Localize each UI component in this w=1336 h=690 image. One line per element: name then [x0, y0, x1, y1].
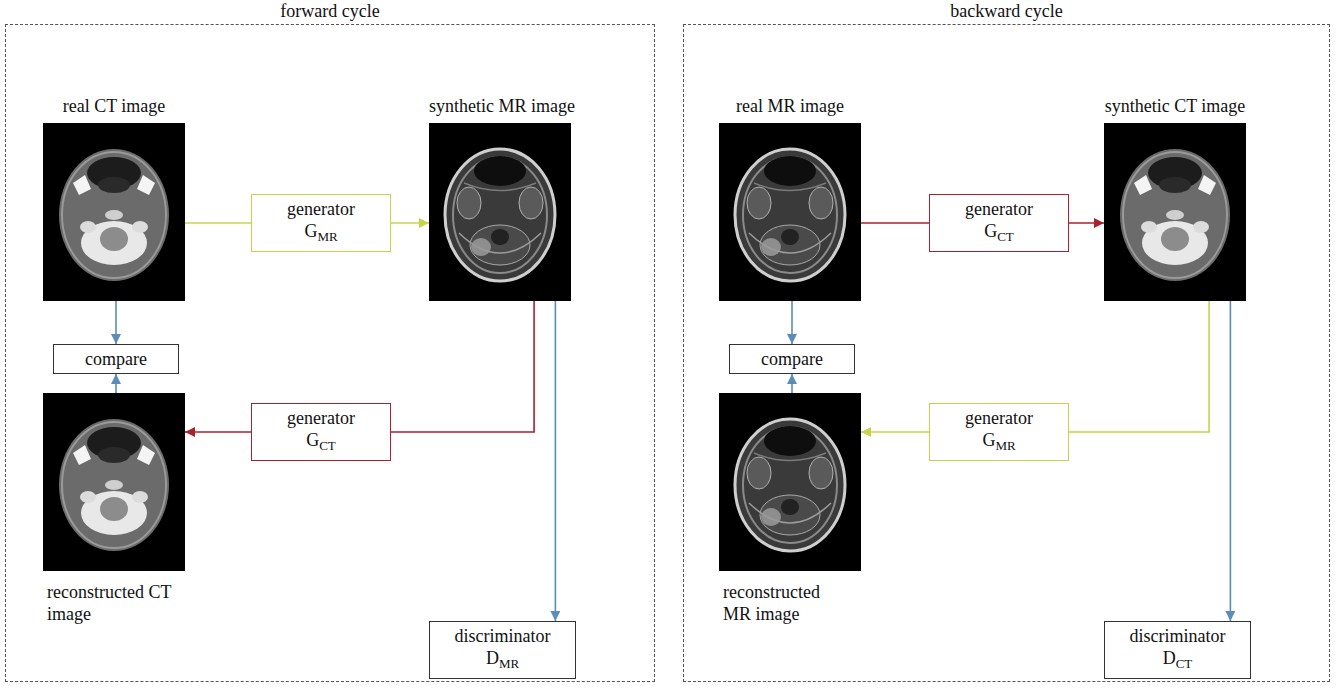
network-box: generatorGMR: [929, 403, 1069, 461]
connector: [115, 301, 117, 344]
image-node: synthetic CT image: [1104, 95, 1246, 301]
network-role: generator: [965, 198, 1033, 220]
box-text: generatorGCT: [965, 198, 1033, 248]
image-label: reconstructed MR image: [723, 581, 848, 625]
box-text: discriminatorDMR: [455, 625, 551, 675]
network-role: generator: [965, 407, 1033, 429]
box-text: compare: [85, 348, 147, 370]
network-box: generatorGCT: [929, 194, 1069, 252]
image-label: real CT image: [43, 95, 185, 117]
scan-illustration: [43, 393, 185, 571]
image-node: synthetic MR image: [429, 95, 571, 301]
network-role: generator: [287, 407, 355, 429]
box-text: compare: [761, 348, 823, 370]
network-subscript: CT: [1176, 656, 1193, 671]
connector: [185, 431, 251, 433]
box-label: compare: [761, 349, 823, 369]
box-text: generatorGMR: [965, 407, 1033, 457]
scan-illustration: [429, 123, 571, 301]
connector: [1230, 301, 1232, 621]
connector: [555, 301, 557, 621]
scan-image: [1104, 123, 1246, 301]
network-symbol: G: [304, 221, 317, 241]
image-node: real MR image: [719, 95, 861, 301]
box-text: generatorGMR: [287, 198, 355, 248]
network-symbol-line: GCT: [965, 220, 1033, 248]
network-symbol: G: [306, 430, 319, 450]
connector: [791, 374, 793, 393]
panel-title: forward cycle: [6, 0, 654, 22]
network-role: discriminator: [455, 625, 551, 647]
network-symbol-line: DCT: [1130, 647, 1226, 675]
network-role: generator: [287, 198, 355, 220]
image-label: synthetic CT image: [1104, 95, 1246, 117]
network-role: discriminator: [1130, 625, 1226, 647]
image-node: reconstructed CT image: [43, 393, 185, 625]
panel-title: backward cycle: [684, 0, 1329, 22]
connector: [1069, 222, 1104, 224]
network-symbol-line: GMR: [965, 429, 1033, 457]
compare-box: compare: [53, 344, 179, 374]
scan-image: [43, 123, 185, 301]
scan-illustration: [43, 393, 185, 571]
scan-image: [429, 123, 571, 301]
scan-illustration: [43, 123, 185, 301]
cycle-panel: forward cyclereal CT imagegeneratorGMRsy…: [5, 24, 655, 682]
image-label: synthetic MR image: [429, 95, 571, 117]
image-node: reconstructed MR image: [719, 393, 861, 625]
image-label: real MR image: [719, 95, 861, 117]
compare-box: compare: [729, 344, 855, 374]
network-subscript: CT: [997, 229, 1014, 244]
network-box: generatorGMR: [251, 194, 391, 252]
box-label: compare: [85, 349, 147, 369]
scan-illustration: [1104, 123, 1246, 301]
network-subscript: CT: [319, 438, 336, 453]
image-node: real CT image: [43, 95, 185, 301]
scan-illustration: [719, 123, 861, 301]
network-box: discriminatorDMR: [429, 621, 576, 679]
network-symbol: D: [486, 648, 499, 668]
network-subscript: MR: [317, 229, 337, 244]
scan-illustration: [1104, 123, 1246, 301]
network-subscript: MR: [995, 438, 1015, 453]
network-symbol: G: [982, 430, 995, 450]
connector: [391, 301, 534, 432]
network-symbol-line: GMR: [287, 220, 355, 248]
connector: [115, 374, 117, 393]
box-text: generatorGCT: [287, 407, 355, 457]
cycle-panel: backward cyclereal MR imagegeneratorGCTs…: [683, 24, 1330, 682]
connector: [185, 222, 251, 224]
network-symbol: D: [1163, 648, 1176, 668]
box-text: discriminatorDCT: [1130, 625, 1226, 675]
network-symbol: G: [984, 221, 997, 241]
scan-image: [43, 393, 185, 571]
network-symbol-line: GCT: [287, 429, 355, 457]
connector: [861, 431, 929, 433]
scan-illustration: [719, 393, 861, 571]
scan-illustration: [429, 123, 571, 301]
scan-image: [719, 393, 861, 571]
connector: [1069, 301, 1209, 432]
network-symbol-line: DMR: [455, 647, 551, 675]
scan-image: [719, 123, 861, 301]
network-subscript: MR: [499, 656, 519, 671]
connector: [791, 301, 793, 344]
network-box: generatorGCT: [251, 403, 391, 461]
network-box: discriminatorDCT: [1104, 621, 1251, 679]
scan-illustration: [43, 123, 185, 301]
connector: [391, 222, 429, 224]
scan-illustration: [719, 123, 861, 301]
image-label: reconstructed CT image: [47, 581, 172, 625]
scan-illustration: [719, 393, 861, 571]
connector: [861, 222, 929, 224]
